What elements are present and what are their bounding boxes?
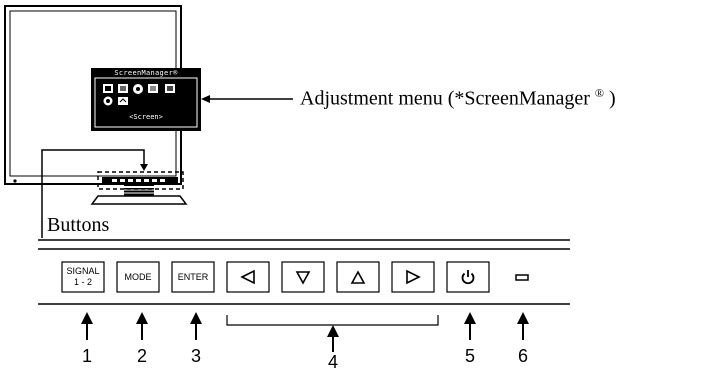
registered-mark: ®	[594, 86, 605, 100]
mode-button-label: MODE	[125, 272, 152, 282]
triangle-down-icon	[295, 271, 311, 285]
down-button[interactable]	[281, 261, 325, 293]
left-button[interactable]	[226, 261, 270, 293]
triangle-right-icon	[406, 269, 421, 285]
power-icon	[461, 270, 475, 285]
adjustment-menu-text: Adjustment menu (*ScreenManager	[300, 87, 590, 110]
signal-button-label-line1: SIGNAL	[66, 266, 99, 276]
adjustment-menu-arrowhead	[201, 95, 210, 103]
label-number-5: 5	[465, 346, 475, 366]
right-button[interactable]	[391, 261, 435, 293]
number-arrows	[81, 312, 529, 352]
osd-title: ScreenManager®	[114, 69, 178, 77]
adjustment-menu-close: )	[609, 87, 616, 110]
monitor-stand-base	[90, 195, 188, 205]
up-button[interactable]	[336, 261, 380, 293]
triangle-up-icon	[350, 270, 366, 284]
arrow-keys-bracket	[226, 315, 439, 326]
buttons-label: Buttons	[47, 214, 110, 236]
buttons-leader	[41, 149, 145, 238]
adjustment-menu-label: Adjustment menu (*ScreenManager ® )	[300, 86, 616, 111]
power-button[interactable]	[446, 261, 490, 293]
enter-button-label: ENTER	[178, 272, 209, 282]
label-number-6: 6	[518, 346, 528, 366]
control-panel: SIGNAL 1 - 2 MODE ENTER	[38, 239, 570, 305]
buttons-highlight-box	[97, 171, 184, 190]
osd-icons	[103, 84, 175, 106]
power-indicator-icon	[515, 274, 529, 281]
mode-button[interactable]: MODE	[116, 261, 160, 293]
label-number-1: 1	[82, 346, 92, 366]
label-number-2: 2	[137, 346, 147, 366]
triangle-left-icon	[240, 269, 255, 285]
monitor-illustration: ScreenManager® <Screen>	[4, 5, 201, 205]
osd-subtitle: <Screen>	[129, 113, 163, 121]
signal-button[interactable]: SIGNAL 1 - 2	[61, 261, 105, 293]
label-number-4: 4	[328, 352, 338, 372]
enter-button[interactable]: ENTER	[171, 261, 215, 293]
signal-button-label-line2: 1 - 2	[74, 277, 92, 287]
label-number-3: 3	[191, 346, 201, 366]
